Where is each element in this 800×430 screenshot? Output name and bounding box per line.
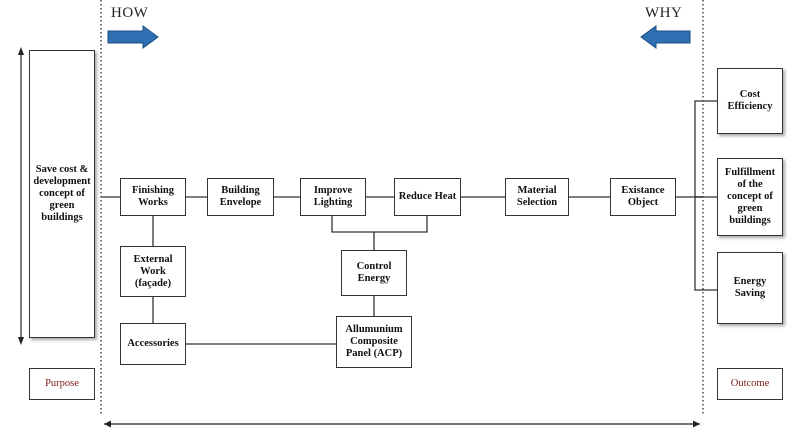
node-reduce-heat: Reduce Heat: [394, 178, 461, 216]
outcome-cost-efficiency: Cost Efficiency: [717, 68, 783, 134]
why-heading: WHY: [645, 5, 683, 21]
purpose-statement-text: Save cost & development concept of green…: [33, 164, 91, 223]
main-chain-connectors: [101, 100, 717, 345]
outcome-label: Outcome: [730, 378, 770, 389]
node-accessories: Accessories: [120, 323, 186, 365]
node-building-envelope: Building Envelope: [207, 178, 274, 216]
how-heading: HOW: [111, 5, 149, 21]
outcome-energy-saving: Energy Saving: [717, 252, 783, 324]
why-arrow-icon: [640, 25, 691, 49]
node-control-energy: Control Energy: [341, 250, 407, 296]
outcome-fulfillment: Fulfillment of the concept of green buil…: [717, 158, 783, 236]
node-acp: Allumunium Composite Panel (ACP): [336, 316, 412, 368]
node-external-work: External Work (façade): [120, 246, 186, 297]
outcome-label-box: Outcome: [717, 368, 783, 400]
left-vertical-arrow: [18, 47, 24, 345]
purpose-label-box: Purpose: [29, 368, 95, 400]
node-finishing-works: Finishing Works: [120, 178, 186, 216]
node-material-selection: Material Selection: [505, 178, 569, 216]
node-existance-object: Existance Object: [610, 178, 676, 216]
purpose-statement-box: Save cost & development concept of green…: [29, 50, 95, 338]
node-improve-lighting: Improve Lighting: [300, 178, 366, 216]
bottom-span-arrow: [104, 420, 700, 428]
how-arrow-icon: [107, 25, 159, 49]
purpose-label: Purpose: [45, 378, 79, 389]
